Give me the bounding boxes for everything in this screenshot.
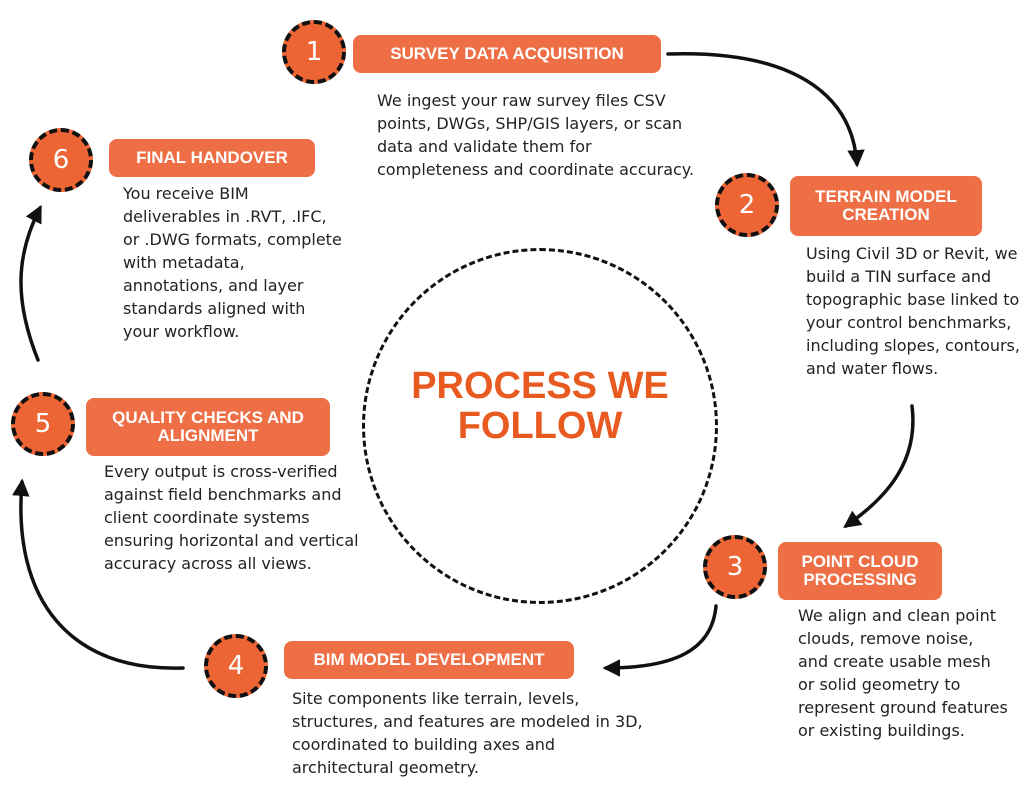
step-6-number: 6 (29, 128, 93, 192)
arrow-2-to-3 (843, 404, 915, 529)
step-4-title: BIM MODEL DEVELOPMENT (284, 641, 574, 679)
step-5-number: 5 (11, 392, 75, 456)
step-4-number: 4 (204, 634, 268, 698)
step-2-number: 2 (715, 173, 779, 237)
step-4-description: Site components like terrain, levels, st… (292, 689, 643, 777)
step-2-description: Using Civil 3D or Revit, we build a TIN … (806, 244, 1020, 378)
step-5-description: Every output is cross-verified against f… (104, 462, 359, 573)
step-6-description: You receive BIM deliverables in .RVT, .I… (123, 184, 342, 341)
step-5-title: QUALITY CHECKS AND ALIGNMENT (86, 398, 330, 456)
step-1-description: We ingest your raw survey files CSV poin… (377, 91, 695, 179)
step-3-title: POINT CLOUD PROCESSING (778, 542, 942, 600)
step-2-title: TERRAIN MODEL CREATION (790, 176, 982, 236)
arrow-1-to-2 (666, 52, 865, 168)
step-1-number: 1 (282, 20, 346, 84)
center-circle (362, 248, 718, 604)
page-title: PROCESS WE FOLLOW (411, 365, 669, 447)
step-6-title: FINAL HANDOVER (109, 139, 315, 177)
arrow-4-to-5 (12, 478, 185, 670)
step-3-number: 3 (703, 535, 767, 599)
arrow-3-to-4 (602, 604, 718, 677)
arrow-5-to-6 (19, 204, 42, 362)
step-1-title: SURVEY DATA ACQUISITION (353, 35, 661, 73)
step-3-description: We align and clean point clouds, remove … (798, 606, 1008, 740)
